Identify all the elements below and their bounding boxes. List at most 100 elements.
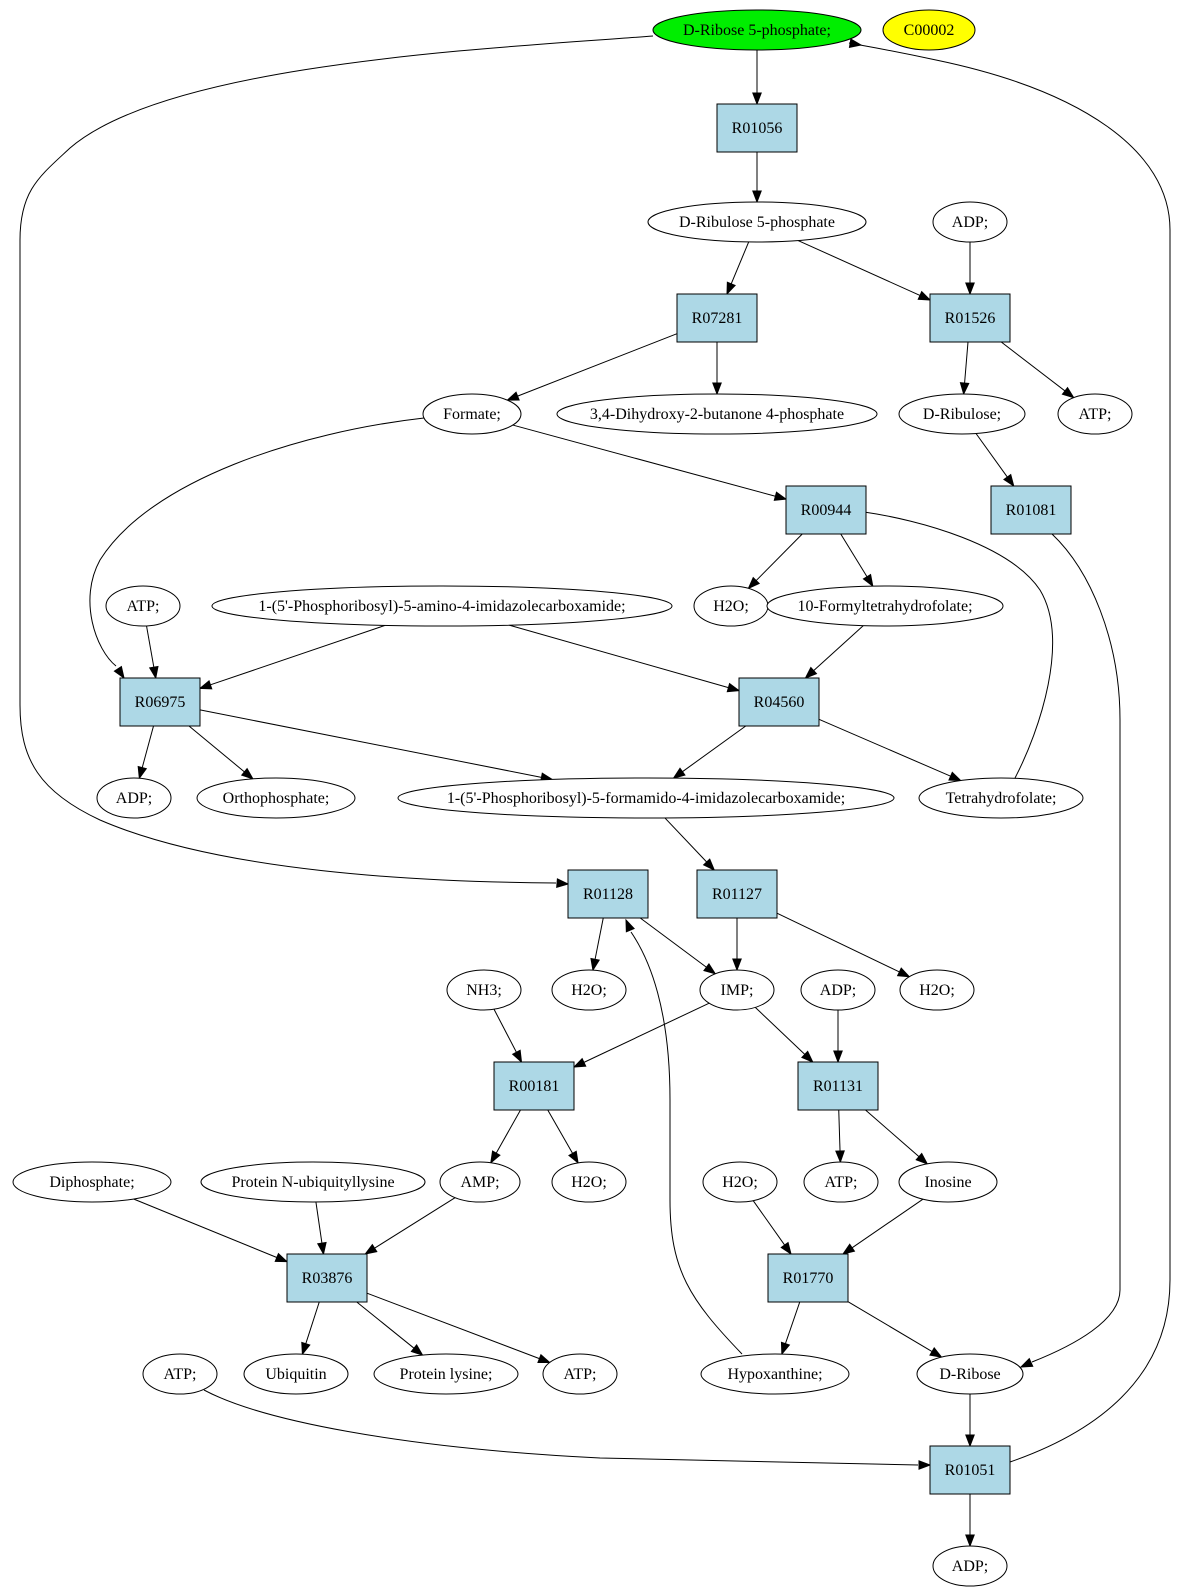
edges-layer bbox=[19, 35, 1171, 1548]
nodes-layer: D-Ribose 5-phosphate;C00002R01056D-Ribul… bbox=[12, 9, 1133, 1587]
compound-node-faicar-label: 1-(5'-Phosphoribosyl)-5-formamido-4-imid… bbox=[447, 790, 845, 807]
reaction-node-r01128: R01128 bbox=[567, 869, 649, 919]
edge-c-ru5p-to-r-R01526-line bbox=[797, 240, 921, 296]
compound-node-prot-ub: Protein N-ubiquityllysine bbox=[200, 1161, 426, 1203]
compound-node-protlys-label: Protein lysine; bbox=[400, 1366, 493, 1383]
reaction-node-r01770-label: R01770 bbox=[783, 1270, 834, 1287]
reaction-node-r03876-label: R03876 bbox=[302, 1270, 353, 1287]
edge-r-R01770-to-c-dribose-line bbox=[847, 1301, 933, 1352]
edge-c-r5p-to-r-R01128-line bbox=[19, 35, 654, 884]
edge-r-R01131-to-c-atp-3 bbox=[835, 1109, 845, 1164]
reaction-node-r00181: R00181 bbox=[493, 1061, 575, 1111]
edge-c-amp-to-r-R03876 bbox=[364, 1197, 456, 1255]
edge-c-formate-to-r-R06975-line bbox=[89, 417, 425, 667]
compound-node-dribulose: D-Ribulose; bbox=[898, 393, 1026, 435]
edge-c-ru5p-to-r-R07281-line bbox=[730, 241, 750, 285]
edge-c-diphosphate-to-r-R03876 bbox=[133, 1198, 289, 1263]
compound-node-dribulose-shape bbox=[898, 393, 1026, 435]
reaction-node-r00944-label: R00944 bbox=[801, 502, 852, 519]
compound-node-hypox: Hypoxanthine; bbox=[700, 1353, 850, 1395]
edge-c-adp-1-to-r-R01526 bbox=[965, 242, 975, 296]
edge-c-imp-to-r-R00181-arrowhead bbox=[572, 1057, 587, 1068]
edge-r-R03876-to-c-protlys-arrowhead bbox=[410, 1344, 424, 1356]
edge-r-R01770-to-c-dribose-arrowhead bbox=[929, 1347, 943, 1358]
compound-node-adp-1-label: ADP; bbox=[952, 214, 988, 231]
compound-node-atp-3-label: ATP; bbox=[825, 1174, 858, 1191]
compound-node-atp-1-shape bbox=[1057, 393, 1133, 435]
compound-node-c00002-shape bbox=[882, 9, 976, 51]
edge-r-R01081-to-c-dribose-line bbox=[1031, 533, 1121, 1363]
compound-node-10fthf-label: 10-Formyltetrahydrofolate; bbox=[797, 598, 972, 615]
reaction-node-r01770: R01770 bbox=[767, 1253, 849, 1303]
compound-node-adp-2-shape bbox=[96, 777, 172, 819]
compound-node-h2o-3: H2O; bbox=[899, 969, 975, 1011]
compound-node-inosine-shape bbox=[898, 1161, 998, 1203]
reaction-node-r01128-shape bbox=[567, 869, 649, 919]
edge-r-R01526-to-c-dribulose-arrowhead bbox=[959, 382, 970, 396]
edge-c-prot-ub-to-r-R03876-arrowhead bbox=[316, 1241, 327, 1256]
compound-node-inosine-label: Inosine bbox=[924, 1174, 971, 1191]
edge-c-imp-to-r-R01131-arrowhead bbox=[801, 1050, 814, 1063]
edge-c-dribulose-to-r-R01081 bbox=[975, 433, 1015, 488]
edge-r-R00181-to-c-amp-line bbox=[495, 1109, 521, 1154]
edge-c-10fthf-to-r-R04560 bbox=[804, 625, 864, 679]
compound-node-dhbp: 3,4-Dihydroxy-2-butanone 4-phosphate bbox=[556, 393, 878, 435]
compound-node-h2o-3-label: H2O; bbox=[919, 982, 955, 999]
reaction-node-r00181-shape bbox=[493, 1061, 575, 1111]
compound-node-aicar: 1-(5'-Phosphoribosyl)-5-amino-4-imidazol… bbox=[211, 585, 673, 627]
edge-r-R01131-to-c-inosine-line bbox=[865, 1109, 920, 1158]
edge-c-adp-3-to-r-R01131-arrowhead bbox=[833, 1050, 843, 1064]
compound-node-r5p-label: D-Ribose 5-phosphate; bbox=[683, 22, 831, 39]
compound-node-pi-label: Orthophosphate; bbox=[223, 790, 330, 807]
edge-c-inosine-to-r-R01770-arrowhead bbox=[841, 1243, 856, 1255]
compound-node-pi-shape bbox=[196, 777, 356, 819]
reaction-node-r01770-shape bbox=[767, 1253, 849, 1303]
edge-c-nh3-to-r-R00181-arrowhead bbox=[511, 1049, 523, 1064]
edge-r-R07281-to-c-dhbp bbox=[712, 342, 722, 396]
compound-node-h2o-4: H2O; bbox=[551, 1161, 627, 1203]
edge-r-R03876-to-c-protlys-line bbox=[356, 1301, 415, 1349]
edge-r-R01127-to-c-h2o-3-line bbox=[776, 912, 900, 973]
edge-c-dribulose-to-r-R01081-line bbox=[975, 433, 1008, 478]
edge-c-formate-to-r-R00944 bbox=[512, 424, 788, 501]
compound-node-h2o-1-label: H2O; bbox=[713, 598, 749, 615]
compound-node-prot-ub-label: Protein N-ubiquityllysine bbox=[231, 1174, 394, 1191]
reaction-node-r01127-label: R01127 bbox=[712, 886, 762, 903]
reaction-node-r01131-label: R01131 bbox=[813, 1078, 863, 1095]
reaction-node-r01128-label: R01128 bbox=[583, 886, 633, 903]
compound-node-h2o-5-shape bbox=[702, 1161, 778, 1203]
compound-node-amp-shape bbox=[439, 1161, 521, 1203]
compound-node-nh3: NH3; bbox=[446, 969, 522, 1011]
compound-node-diphosphate-label: Diphosphate; bbox=[49, 1174, 134, 1191]
edge-r-R06975-to-c-adp-2-line bbox=[141, 725, 154, 768]
compound-node-dribose-label: D-Ribose bbox=[939, 1366, 1000, 1383]
edge-c-nh3-to-r-R00181-line bbox=[493, 1009, 517, 1053]
edge-r-R00181-to-c-h2o-4-arrowhead bbox=[568, 1150, 579, 1165]
edge-r-R00944-to-c-h2o-1-line bbox=[755, 533, 803, 581]
edge-r-R03876-to-c-protlys bbox=[356, 1301, 424, 1356]
edge-r-R06975-to-c-adp-2-arrowhead bbox=[137, 765, 148, 780]
edge-r-R06975-to-c-faicar bbox=[199, 709, 554, 783]
edge-c-atp-2-to-r-R06975 bbox=[146, 625, 159, 680]
edge-c-atp-2-to-r-R06975-line bbox=[146, 625, 155, 668]
compound-node-protlys: Protein lysine; bbox=[373, 1353, 519, 1395]
edge-r-R06975-to-c-pi-arrowhead bbox=[240, 767, 254, 780]
edge-c-imp-to-r-R00181-line bbox=[583, 1002, 710, 1063]
compound-node-dribose-shape bbox=[916, 1353, 1024, 1395]
compound-node-atp-3: ATP; bbox=[803, 1161, 879, 1203]
compound-node-atp-1-label: ATP; bbox=[1079, 406, 1112, 423]
reaction-node-r01127-shape bbox=[696, 869, 778, 919]
edge-r-R00181-to-c-h2o-4-line bbox=[547, 1109, 574, 1154]
compound-node-formate: Formate; bbox=[422, 393, 522, 435]
compound-node-diphosphate: Diphosphate; bbox=[12, 1161, 172, 1203]
edge-r-R01128-to-c-h2o-2 bbox=[590, 917, 604, 972]
edge-r-R00944-to-c-h2o-1 bbox=[747, 533, 803, 590]
edge-r-R07281-to-c-formate bbox=[506, 333, 678, 401]
edge-r-R01051-to-c-adp-4 bbox=[965, 1494, 975, 1548]
edge-r-R04560-to-c-thf-arrowhead bbox=[948, 771, 963, 782]
edge-c-r5p-to-r-R01128-arrowhead bbox=[556, 878, 570, 888]
compound-node-h2o-5-label: H2O; bbox=[722, 1174, 758, 1191]
compound-node-aicar-shape bbox=[211, 585, 673, 627]
edge-c-formate-to-r-R06975 bbox=[89, 417, 425, 680]
edge-c-atp-4-to-r-R01051 bbox=[203, 1389, 932, 1470]
